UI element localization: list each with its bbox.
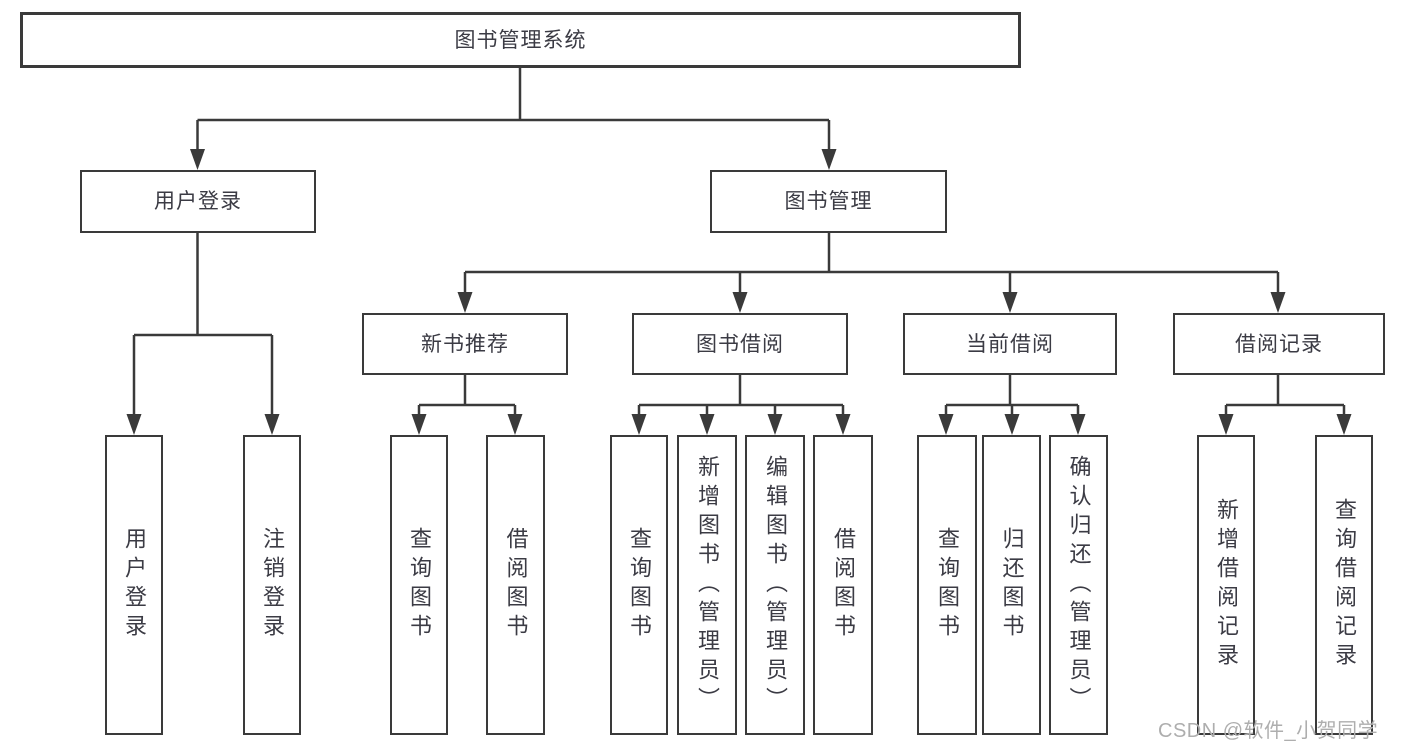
leaf-borrow-books-recommend: 借阅图书: [486, 435, 545, 735]
node-label: 注销登录: [260, 527, 285, 643]
node-borrowing-records: 借阅记录: [1173, 313, 1385, 375]
node-label: 查询图书: [407, 527, 432, 643]
csdn-watermark: CSDN @软件_小贺同学: [1158, 720, 1379, 742]
node-current-borrowing: 当前借阅: [903, 313, 1117, 375]
node-label: 新书推荐: [421, 332, 509, 356]
node-label: 图书管理系统: [454, 28, 587, 52]
leaf-user-login: 用户登录: [105, 435, 163, 735]
leaf-search-books-borrowing: 查询图书: [610, 435, 668, 735]
node-label: 查询借阅记录: [1332, 498, 1357, 672]
node-label: 新增图书（管理员）: [695, 454, 720, 716]
node-label: 查询图书: [935, 527, 960, 643]
node-book-borrowing: 图书借阅: [632, 313, 848, 375]
node-label: 用户登录: [154, 190, 242, 213]
node-label: 用户登录: [122, 527, 147, 643]
leaf-search-borrow-record: 查询借阅记录: [1315, 435, 1373, 735]
node-label: 新增借阅记录: [1214, 498, 1239, 672]
node-new-book-recommend: 新书推荐: [362, 313, 568, 375]
node-label: 借阅图书: [503, 527, 529, 643]
node-label: 归还图书: [999, 527, 1025, 643]
leaf-logout: 注销登录: [243, 435, 301, 735]
node-label: 查询图书: [627, 527, 652, 643]
node-label: 确认归还（管理员）: [1066, 454, 1092, 716]
leaf-edit-book-admin: 编辑图书（管理员）: [745, 435, 805, 735]
node-library-management-system: 图书管理系统: [20, 12, 1021, 68]
node-label: 借阅记录: [1235, 332, 1323, 356]
node-label: 图书借阅: [696, 332, 784, 356]
node-label: 当前借阅: [966, 332, 1054, 356]
node-book-management: 图书管理: [710, 170, 947, 233]
leaf-add-book-admin: 新增图书（管理员）: [677, 435, 737, 735]
leaf-search-books-current: 查询图书: [917, 435, 977, 735]
leaf-confirm-return-admin: 确认归还（管理员）: [1049, 435, 1108, 735]
node-label: 编辑图书（管理员）: [763, 454, 788, 716]
leaf-borrow-books-borrowing: 借阅图书: [813, 435, 873, 735]
leaf-return-books: 归还图书: [982, 435, 1041, 735]
node-label: 借阅图书: [831, 527, 856, 643]
leaf-search-books-recommend: 查询图书: [390, 435, 448, 735]
node-user-login: 用户登录: [80, 170, 316, 233]
leaf-add-borrow-record: 新增借阅记录: [1197, 435, 1255, 735]
node-label: 图书管理: [784, 190, 873, 213]
